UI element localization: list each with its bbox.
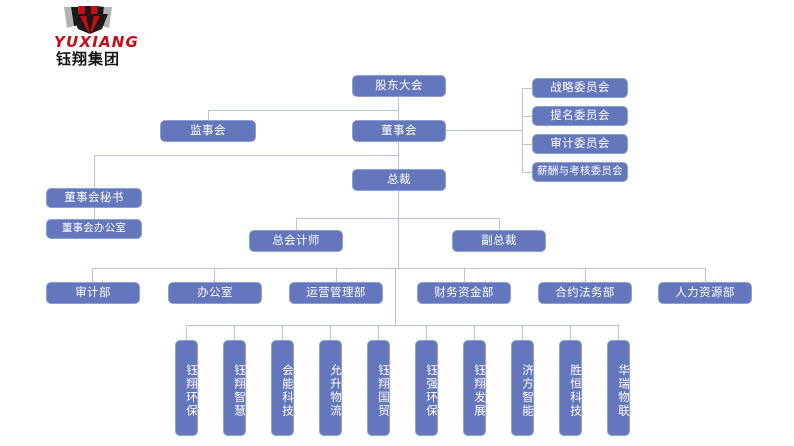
connector-subsidiary-6: [426, 325, 427, 340]
connector-subsidiary-4: [330, 325, 331, 340]
connector-subsidiary-2: [234, 325, 235, 340]
connector-president-drop: [398, 191, 399, 218]
connector-subsidiary-7: [474, 325, 475, 340]
node-subsidiary-huineng-keji[interactable]: 会能科技: [271, 340, 294, 436]
node-subsidiary-yuxiang-zhihui[interactable]: 钰翔智慧: [223, 340, 246, 436]
node-department-audit[interactable]: 审计部: [46, 282, 140, 304]
node-committee-nomination[interactable]: 提名委员会: [532, 106, 628, 126]
connector-department-4: [464, 268, 465, 282]
node-subsidiary-yuqiang-huanbao[interactable]: 钰强环保: [415, 340, 438, 436]
connector-executives-bar: [296, 218, 499, 219]
connector-board-committees: [446, 130, 522, 131]
node-shareholders-meeting[interactable]: 股东大会: [352, 75, 446, 97]
connector-committee-1: [522, 88, 532, 89]
connector-subsidiary-5: [378, 325, 379, 340]
connector-committee-3: [522, 144, 532, 145]
connector-department-2: [214, 268, 215, 282]
node-vice-president[interactable]: 副总裁: [452, 230, 546, 252]
node-subsidiary-yuxiang-fazhan[interactable]: 钰翔发展: [463, 340, 486, 436]
node-subsidiary-yunsheng-wuliu[interactable]: 允升物流: [319, 340, 342, 436]
connector-department-6: [705, 268, 706, 282]
connector-shareholders-board: [398, 97, 399, 120]
connector-subsidiary-10: [618, 325, 619, 340]
node-board-secretary[interactable]: 董事会秘书: [46, 188, 142, 208]
connector-vice-president-drop: [499, 218, 500, 230]
connector-departments-bar: [92, 268, 705, 269]
connector-subsidiaries-spine: [395, 268, 396, 325]
logo-company-name: 钰翔集团: [56, 51, 121, 68]
connector-subsidiary-8: [522, 325, 523, 340]
node-committee-strategy[interactable]: 战略委员会: [532, 78, 628, 98]
node-department-finance[interactable]: 财务资金部: [417, 282, 511, 304]
connector-subsidiary-3: [282, 325, 283, 340]
node-subsidiary-yuxiang-huanbao[interactable]: 钰翔环保: [175, 340, 198, 436]
connector-president-departments-spine: [398, 218, 399, 268]
yuxiang-crown-icon: [64, 6, 112, 34]
node-department-hr[interactable]: 人力资源部: [658, 282, 752, 304]
connector-supervisors-drop: [208, 110, 209, 120]
connector-board-supervisors-bar: [208, 110, 399, 111]
node-department-legal[interactable]: 合约法务部: [538, 282, 632, 304]
node-subsidiary-shengheng-keji[interactable]: 胜恒科技: [559, 340, 582, 436]
connector-chief-accountant-drop: [296, 218, 297, 230]
connector-board-secretary-bar: [94, 155, 399, 156]
node-board-of-directors[interactable]: 董事会: [352, 120, 446, 142]
node-chief-accountant[interactable]: 总会计师: [249, 230, 343, 252]
connector-secretary-office: [94, 208, 95, 219]
node-subsidiary-yuxiang-guomao[interactable]: 钰翔国贸: [367, 340, 390, 436]
connector-board-secretary-drop: [94, 155, 95, 188]
node-department-office[interactable]: 办公室: [168, 282, 262, 304]
node-committee-audit[interactable]: 审计委员会: [532, 134, 628, 154]
node-board-office[interactable]: 董事会办公室: [46, 219, 142, 239]
connector-committee-2: [522, 116, 532, 117]
connector-department-1: [92, 268, 93, 282]
node-department-operations[interactable]: 运营管理部: [289, 282, 383, 304]
connector-department-3: [336, 268, 337, 282]
logo-wordmark: YUXIANG: [54, 33, 140, 51]
node-subsidiary-huarui-wulian[interactable]: 华瑞物联: [607, 340, 630, 436]
node-board-of-supervisors[interactable]: 监事会: [160, 120, 256, 142]
node-committee-remuneration-assessment[interactable]: 薪酬与考核委员会: [532, 162, 628, 182]
connector-department-5: [585, 268, 586, 282]
connector-subsidiaries-bar: [186, 325, 618, 326]
node-president[interactable]: 总裁: [352, 169, 446, 191]
connector-committee-4: [522, 172, 532, 173]
connector-committees-spine: [522, 88, 523, 172]
node-subsidiary-jifang-zhineng[interactable]: 济方智能: [511, 340, 534, 436]
connector-subsidiary-9: [570, 325, 571, 340]
company-logo: YUXIANG 钰翔集团: [54, 4, 184, 68]
connector-subsidiary-1: [186, 325, 187, 340]
